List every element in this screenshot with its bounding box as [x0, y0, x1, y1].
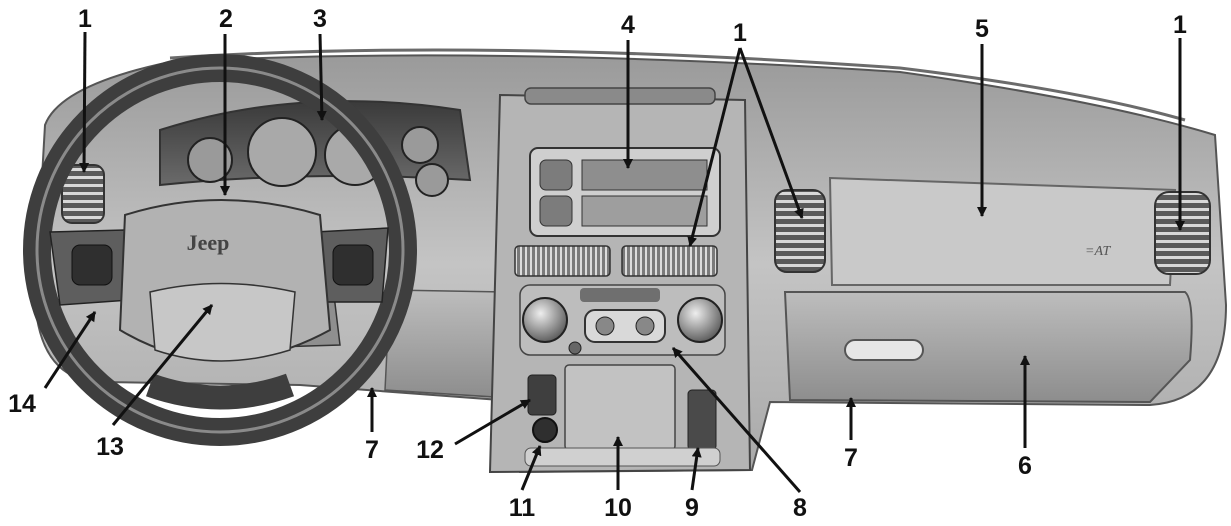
glovebox-latch [844, 339, 924, 361]
callout-3: 3 [313, 5, 327, 33]
callout-labels: 1 2 3 4 1 5 1 14 13 7 12 11 10 9 8 7 6 [8, 5, 1187, 522]
callout-11: 11 [509, 494, 536, 522]
callout-12: 12 [416, 436, 444, 464]
power-outlet [532, 417, 558, 443]
horn-pad [149, 282, 296, 362]
callout-1-right: 1 [1173, 11, 1187, 39]
lower-console [564, 364, 676, 451]
callout-14: 14 [8, 390, 36, 418]
accessory-switch [527, 374, 557, 416]
center-vent-left [514, 245, 611, 277]
svg-text:=AT: =AT [1085, 244, 1111, 259]
right-air-vent [1154, 191, 1211, 275]
callout-5: 5 [975, 15, 989, 43]
jeep-logo: Jeep [187, 230, 230, 255]
callout-1-center: 1 [733, 19, 747, 47]
callout-13: 13 [96, 433, 124, 461]
callout-10: 10 [604, 494, 632, 522]
callout-7-right: 7 [844, 444, 858, 472]
leader-lines [43, 31, 1185, 493]
callout-6: 6 [1018, 452, 1032, 480]
callout-2: 2 [219, 5, 233, 33]
callout-7-left: 7 [365, 436, 379, 464]
callout-9: 9 [685, 494, 699, 522]
callout-4: 4 [621, 11, 635, 39]
callout-1-left: 1 [78, 5, 92, 33]
passenger-airbag-panel [828, 176, 1177, 286]
passenger-center-vent [774, 189, 826, 273]
callout-8: 8 [793, 494, 807, 522]
glovebox [783, 291, 1193, 404]
center-vent-right [621, 245, 718, 277]
right-console-switches [687, 389, 717, 451]
